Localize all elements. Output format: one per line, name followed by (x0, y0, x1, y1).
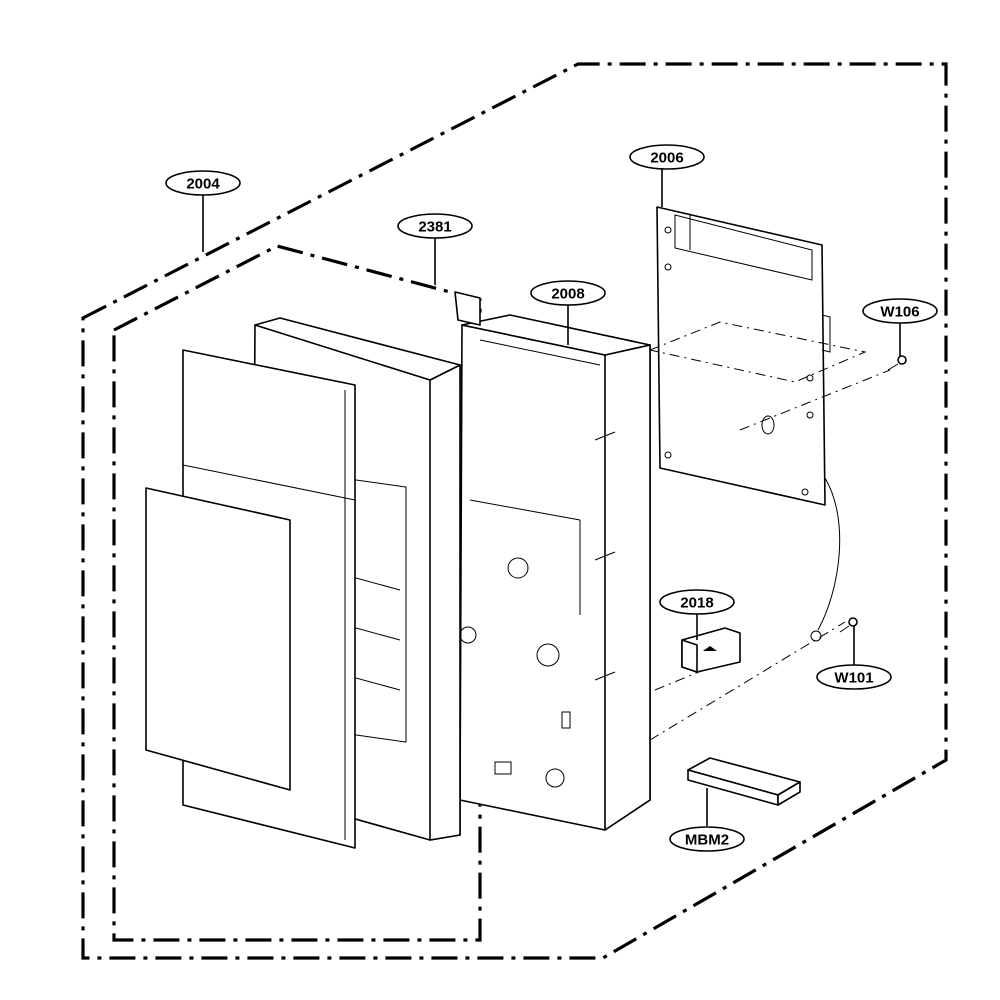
callout-mbm2: MBM2 (669, 826, 745, 852)
callout-leaders (202, 169, 901, 826)
callout-2008-text: 2008 (551, 286, 584, 303)
callout-2008: 2008 (530, 280, 606, 306)
callout-w101-text: W101 (834, 670, 873, 687)
membrane-keypad (145, 487, 291, 791)
assembly-boundary-2004 (81, 62, 948, 960)
pcb-2006 (656, 206, 831, 506)
callout-mbm2-text: MBM2 (685, 832, 729, 849)
part-mbm2 (687, 757, 801, 806)
callout-2381: 2381 (397, 213, 473, 239)
callout-2006-text: 2006 (650, 150, 683, 167)
callout-2006: 2006 (629, 144, 705, 170)
callout-2004: 2004 (165, 170, 241, 196)
callout-w106-text: W106 (880, 304, 919, 321)
callout-2018-text: 2018 (680, 595, 713, 612)
screw-w106 (887, 355, 907, 371)
callout-2018: 2018 (659, 589, 735, 615)
callout-w106: W106 (862, 298, 938, 324)
callout-2381-text: 2381 (418, 219, 451, 236)
callout-w101: W101 (816, 664, 892, 690)
screw-w101 (839, 617, 858, 633)
control-frame-2008 (459, 314, 651, 831)
part-2018 (681, 627, 741, 673)
wire-ring-terminal (810, 630, 822, 642)
ground-wire (817, 477, 841, 631)
callout-2004-text: 2004 (186, 176, 220, 193)
